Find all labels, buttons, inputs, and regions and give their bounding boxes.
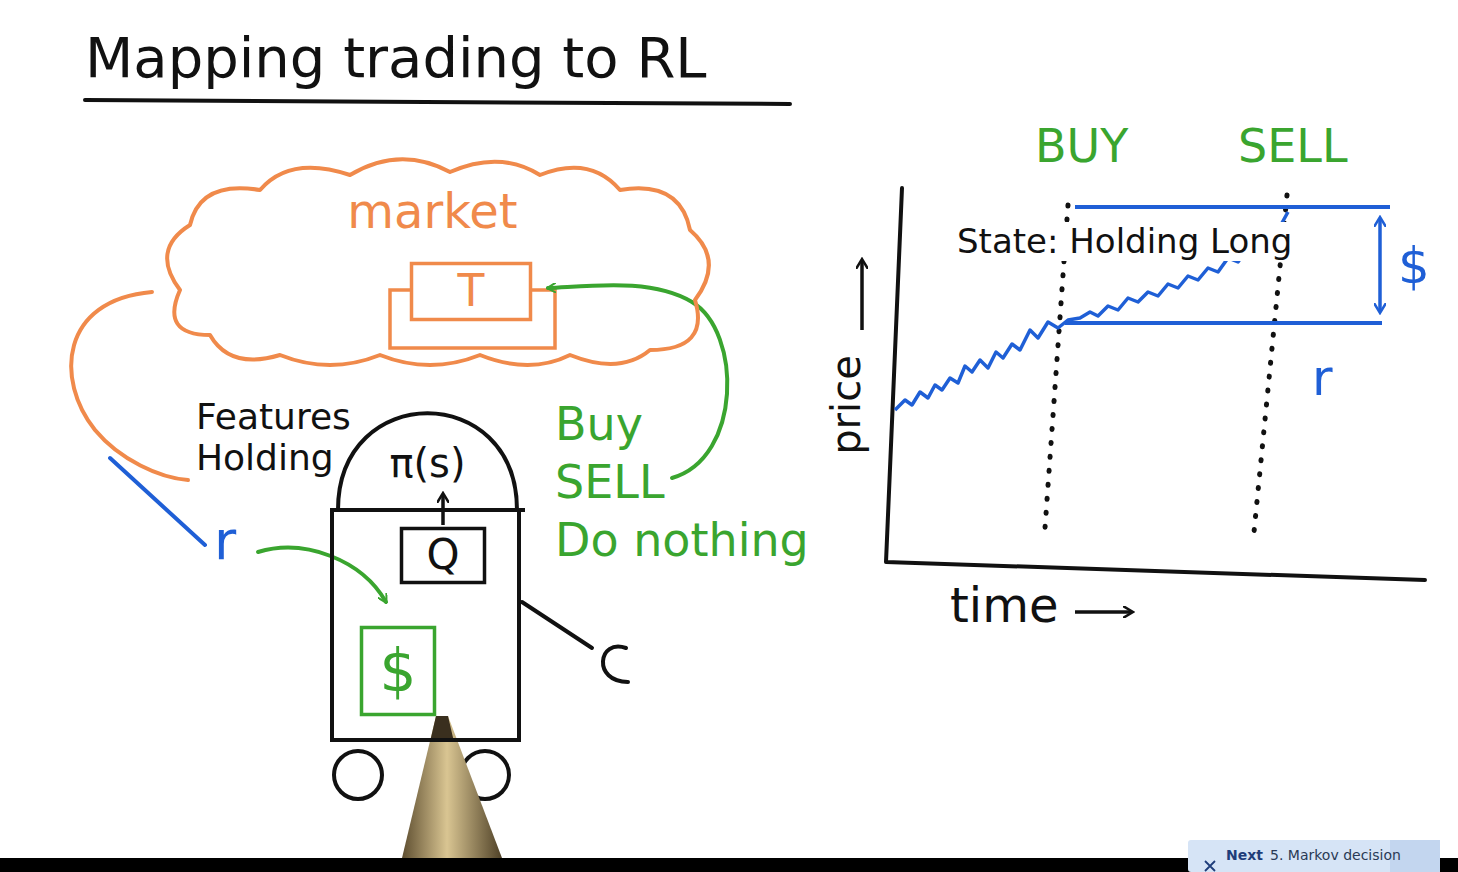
next-label: Next <box>1226 847 1263 863</box>
reward-arrow <box>258 548 386 602</box>
cash-box: $ <box>360 626 436 716</box>
cash-label: $ <box>380 638 417 705</box>
title-underline <box>85 100 790 104</box>
robot-body <box>332 510 519 740</box>
robot-agent: π(s) Q $ <box>330 406 525 742</box>
reward-label: r <box>1312 350 1333 408</box>
policy-label: π(s) <box>389 440 465 486</box>
robot-head <box>338 413 517 510</box>
cloud-border <box>167 159 709 365</box>
robot-hand <box>603 647 628 682</box>
axis-label: price <box>823 355 869 455</box>
sell-price-line <box>1075 205 1390 209</box>
axis-arrow <box>860 260 864 330</box>
pen-tip <box>402 716 502 858</box>
close-icon <box>1205 861 1215 871</box>
reward-label: r <box>214 510 236 572</box>
next-lesson-title: 5. Markov decision <box>1270 847 1401 863</box>
buy-price-line <box>1065 321 1382 325</box>
reward-line <box>110 458 205 545</box>
box-border <box>412 264 531 320</box>
action-label: Do nothing <box>555 514 809 567</box>
profit-arrow <box>1378 218 1382 312</box>
sell-marker-label: SELL <box>1238 120 1348 173</box>
next-popup <box>1188 840 1440 872</box>
diagram-title: Mapping trading to RL <box>85 26 707 90</box>
transition-box: T <box>410 262 532 321</box>
axis-label: time <box>950 578 1058 633</box>
action-arrow <box>548 285 727 478</box>
market-cloud: marketT <box>150 150 715 372</box>
profit-label: $ <box>1398 238 1430 296</box>
state-loop <box>71 292 188 480</box>
robot-wheel <box>334 751 382 799</box>
q-table-box: Q <box>400 527 486 584</box>
robot-arm <box>522 602 592 648</box>
action-label: Buy <box>555 398 643 451</box>
box-border <box>362 628 435 715</box>
q-label: Q <box>426 531 459 579</box>
state-label: State: Holding Long <box>955 222 1294 261</box>
box-border <box>402 529 485 583</box>
state-features-label: Features Holding <box>196 396 351 479</box>
chart-axes <box>886 188 1425 580</box>
market-label: market <box>347 184 517 239</box>
buy-marker-label: BUY <box>1035 120 1128 173</box>
transition-label: T <box>458 266 485 317</box>
action-label: SELL <box>555 456 665 509</box>
axis-arrow <box>1075 610 1132 614</box>
